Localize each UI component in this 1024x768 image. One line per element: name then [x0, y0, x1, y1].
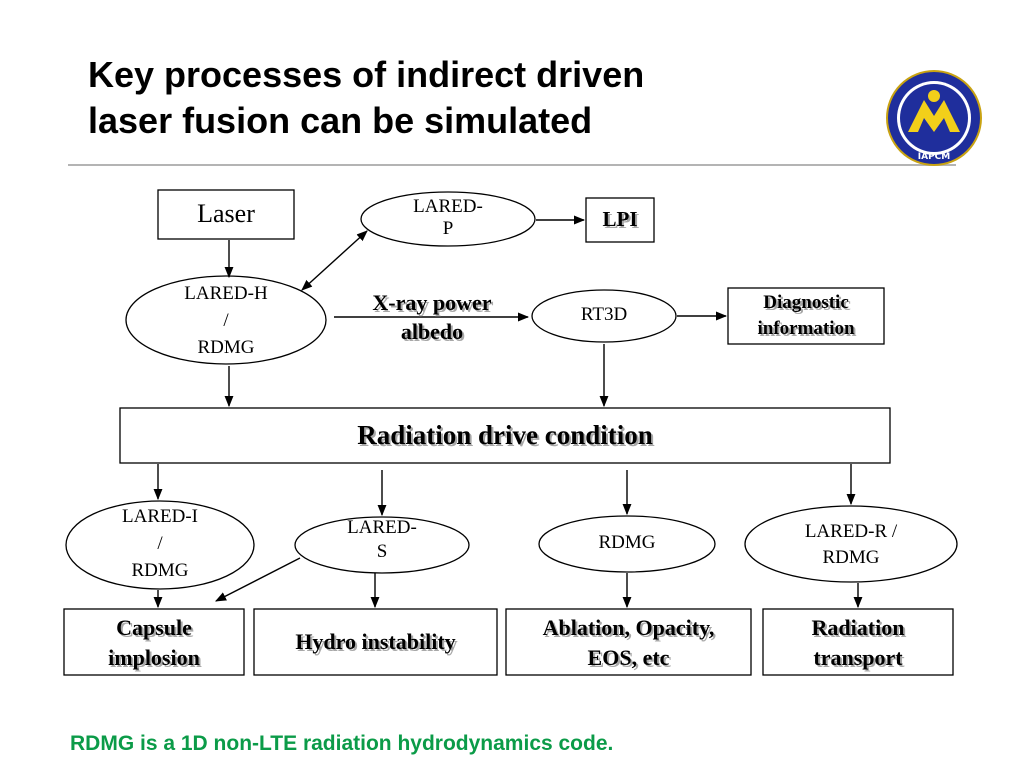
diagnostic-box — [727, 287, 885, 345]
capsule-label: Capsule implosion — [108, 615, 200, 670]
lared-s-ellipse — [294, 516, 470, 574]
hydro-box — [253, 608, 498, 676]
drive-box — [119, 407, 891, 464]
laser-box — [157, 189, 295, 240]
arrow-lared-s-to-capsule — [215, 557, 301, 602]
diagnostic-label: Diagnostic information — [757, 292, 855, 339]
footer-note: RDMG is a 1D non-LTE radiation hydrodyna… — [70, 732, 614, 755]
title-line-2: laser fusion can be simulated — [88, 100, 593, 141]
lared-r-label: LARED-R / RDMG — [804, 521, 898, 568]
transport-label: Radiation transport — [811, 615, 905, 670]
rt3d-ellipse — [531, 289, 677, 343]
xray-label: X-ray power albedo — [372, 290, 492, 344]
lared-i-ellipse — [65, 500, 255, 590]
lared-r-ellipse — [744, 505, 958, 583]
drive-label: Radiation drive condition — [357, 420, 653, 450]
arrow-lared-h-lared-p — [301, 230, 368, 291]
ablation-label: Ablation, Opacity, EOS, etc — [542, 615, 715, 670]
ablation-box — [505, 608, 752, 676]
slide-title: Key processes of indirect driven laser f… — [88, 52, 808, 144]
title-divider — [68, 164, 956, 166]
lpi-box — [585, 197, 655, 243]
transport-box — [762, 608, 954, 676]
lared-h-label: LARED-H / RDMG — [184, 283, 268, 358]
hydro-label: Hydro instability — [295, 629, 456, 654]
capsule-box — [63, 608, 245, 676]
iapcm-logo: IAPCM — [886, 70, 982, 166]
logo-label: IAPCM — [918, 152, 951, 162]
lared-p-label: LARED- P — [413, 196, 483, 239]
lared-s-label: LARED- S — [347, 517, 417, 562]
laser-label: Laser — [197, 199, 255, 228]
rt3d-label: RT3D — [580, 304, 628, 325]
lpi-label: LPI — [602, 207, 638, 231]
title-line-1: Key processes of indirect driven — [88, 54, 645, 95]
lared-p-ellipse — [360, 191, 536, 247]
lared-i-label: LARED-I / RDMG — [122, 506, 198, 581]
rdmg-label: RDMG — [598, 532, 656, 553]
rdmg-ellipse — [538, 515, 716, 573]
